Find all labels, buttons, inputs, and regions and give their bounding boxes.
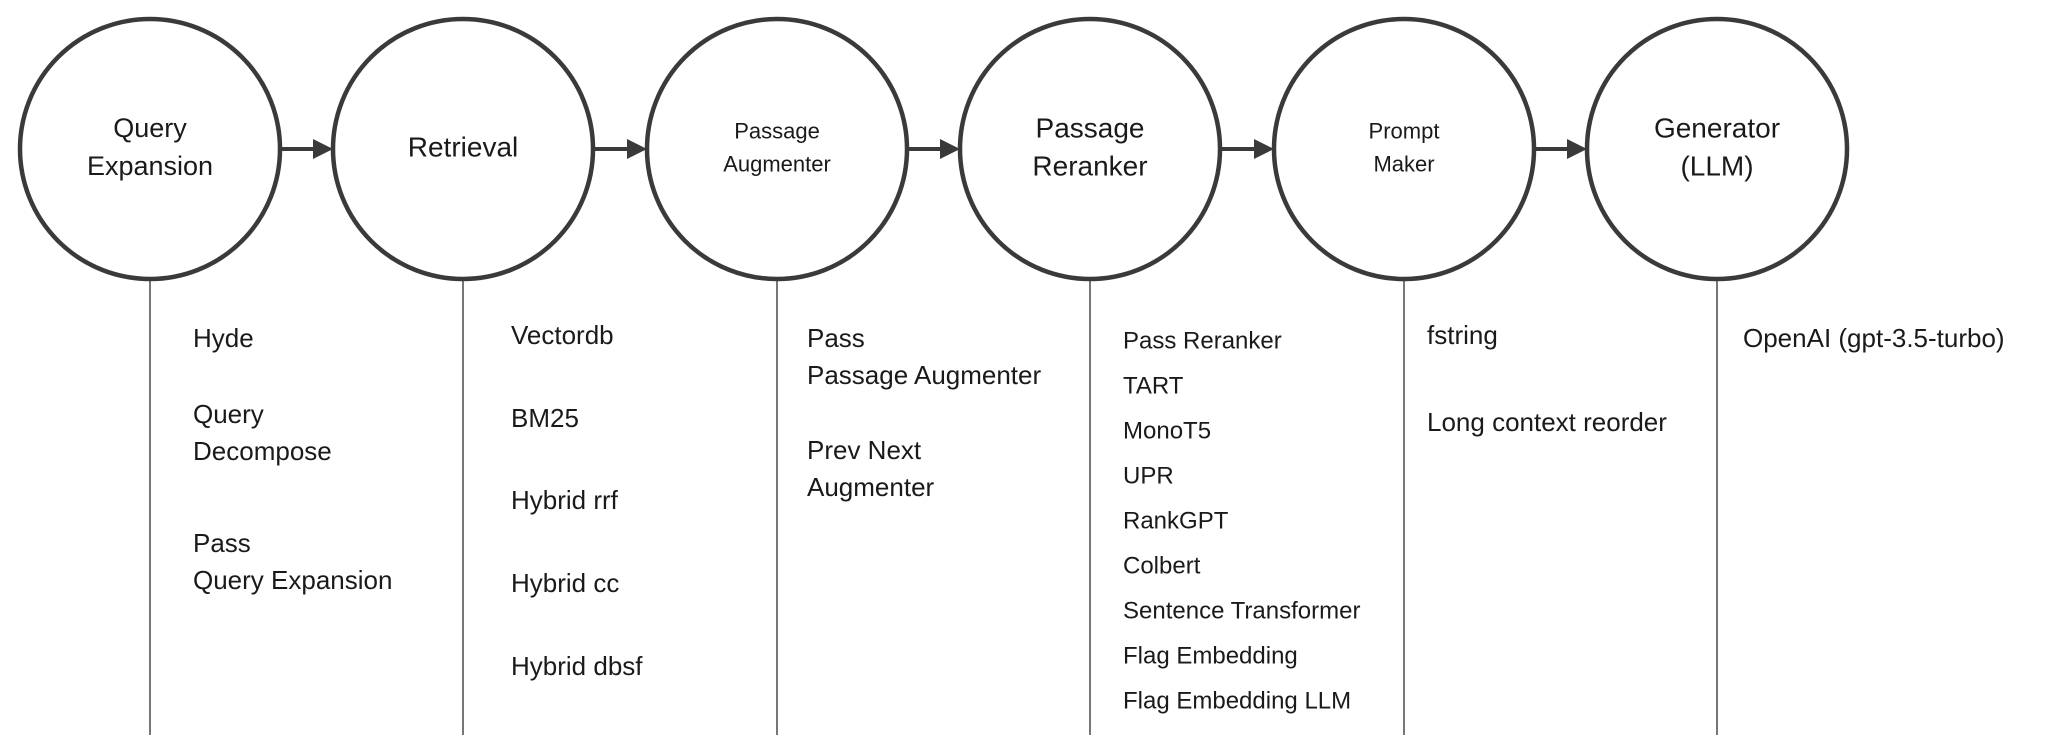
option-item: Colbert: [1123, 552, 1201, 579]
stage-label: Passage: [734, 118, 820, 143]
stage-circle: [644, 16, 910, 282]
option-item: MonoT5: [1123, 417, 1211, 444]
option-text: Vectordb: [511, 320, 614, 350]
circles-layer: QueryExpansionRetrievalPassageAugmenterP…: [17, 16, 1850, 282]
flow-arrowhead: [627, 139, 647, 159]
option-item: Flag Embedding LLM: [1123, 687, 1351, 714]
option-text: Flag Embedding LLM: [1123, 687, 1351, 714]
option-text: Pass Reranker: [1123, 327, 1282, 354]
option-item: Hybrid cc: [511, 568, 619, 598]
option-text: Decompose: [193, 436, 332, 466]
option-item: TART: [1123, 372, 1184, 399]
option-text: Hybrid rrf: [511, 485, 619, 515]
stage-label: Expansion: [87, 151, 213, 181]
stage-label: Prompt: [1369, 118, 1440, 143]
option-text: MonoT5: [1123, 417, 1211, 444]
stems-layer: [149, 279, 1718, 735]
option-item: Sentence Transformer: [1123, 597, 1360, 624]
option-text: RankGPT: [1123, 507, 1229, 534]
stage-circle: [330, 16, 596, 282]
option-text: Passage Augmenter: [807, 360, 1041, 390]
option-text: Hyde: [193, 323, 254, 353]
option-item: RankGPT: [1123, 507, 1229, 534]
option-text: Augmenter: [807, 472, 935, 502]
flow-arrow: [907, 139, 960, 159]
stage-label: Retrieval: [408, 131, 518, 162]
flow-arrowhead: [313, 139, 333, 159]
option-text: Long context reorder: [1427, 407, 1667, 437]
flow-arrowhead: [1567, 139, 1587, 159]
option-text: Pass: [193, 528, 251, 558]
options-list-generator: OpenAI (gpt-3.5-turbo): [1743, 323, 2005, 353]
option-item: BM25: [511, 403, 579, 433]
stage-label: Maker: [1373, 151, 1434, 176]
option-text: Sentence Transformer: [1123, 597, 1360, 624]
option-text: Query Expansion: [193, 565, 392, 595]
stage-circle: [1584, 16, 1850, 282]
option-item: Hybrid dbsf: [511, 651, 643, 681]
option-item: Flag Embedding: [1123, 642, 1298, 669]
connectors-layer: [280, 139, 1587, 159]
option-text: Prev Next: [807, 435, 922, 465]
stage-label: Generator: [1654, 112, 1780, 143]
option-text: UPR: [1123, 462, 1174, 489]
stage-label: Augmenter: [723, 151, 831, 176]
option-item: OpenAI (gpt-3.5-turbo): [1743, 323, 2005, 353]
option-text: BM25: [511, 403, 579, 433]
option-text: Colbert: [1123, 552, 1201, 579]
flow-arrow: [280, 139, 333, 159]
option-text: OpenAI (gpt-3.5-turbo): [1743, 323, 2005, 353]
option-text: fstring: [1427, 320, 1498, 350]
stage-label: Reranker: [1032, 150, 1147, 181]
stage-circle: [17, 16, 283, 282]
stage-circle: [957, 16, 1223, 282]
option-item: Long context reorder: [1427, 407, 1667, 437]
stage-label: Passage: [1036, 112, 1145, 143]
option-text: TART: [1123, 372, 1184, 399]
flow-arrowhead: [940, 139, 960, 159]
option-text: Pass: [807, 323, 865, 353]
flow-arrow: [1220, 139, 1274, 159]
stage-node-retrieval: Retrieval: [330, 16, 596, 282]
option-item: Hybrid rrf: [511, 485, 619, 515]
option-item: Vectordb: [511, 320, 614, 350]
option-item: fstring: [1427, 320, 1498, 350]
option-item: Hyde: [193, 323, 254, 353]
flow-arrow: [1534, 139, 1587, 159]
option-text: Flag Embedding: [1123, 642, 1298, 669]
stage-label: Query: [113, 113, 187, 143]
flow-arrow: [593, 139, 647, 159]
option-item: Pass Reranker: [1123, 327, 1282, 354]
option-text: Hybrid dbsf: [511, 651, 643, 681]
stage-node-generator: Generator (LLM): [1584, 16, 1850, 282]
stage-label: (LLM): [1680, 150, 1753, 181]
option-item: UPR: [1123, 462, 1174, 489]
flow-arrowhead: [1254, 139, 1274, 159]
option-text: Hybrid cc: [511, 568, 619, 598]
option-text: Query: [193, 399, 264, 429]
stage-circle: [1271, 16, 1537, 282]
